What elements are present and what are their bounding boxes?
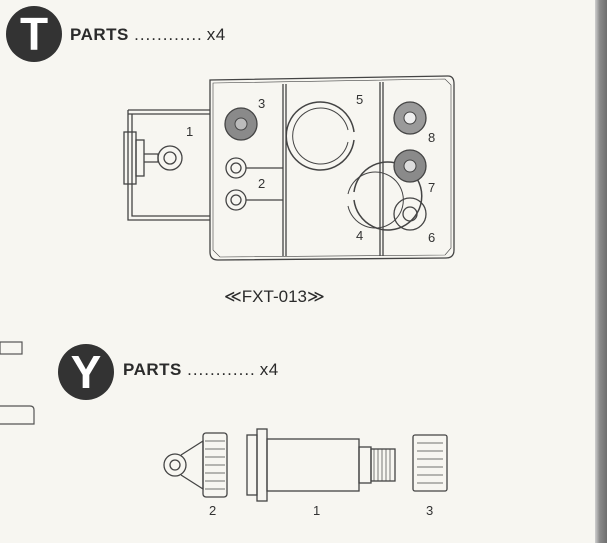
parts-label: PARTS — [70, 25, 129, 44]
section-letter: Y — [70, 346, 102, 398]
part-number: 3 — [258, 96, 265, 111]
part-number: 2 — [258, 176, 265, 191]
section-letter: T — [19, 8, 49, 60]
sprue-code-label: ≪FXT-013≫ — [224, 287, 325, 306]
part-3-cap — [224, 107, 258, 141]
part-1-shock-body — [246, 428, 396, 502]
leader-dots: ............ — [134, 25, 203, 44]
section-header-y: PARTS ............x4 — [123, 360, 279, 380]
part-number: 5 — [356, 92, 363, 107]
part-number: 8 — [428, 130, 435, 145]
part-quantity: x4 — [206, 25, 226, 44]
section-badge-t: T — [6, 6, 62, 62]
part-4-c-clip — [353, 161, 423, 231]
part-number: 6 — [428, 230, 435, 245]
part-number: 1 — [313, 503, 320, 518]
part-6-bushing — [393, 197, 427, 231]
part-number: 1 — [186, 124, 193, 139]
y-parts-drawing: 2 1 3 — [163, 428, 448, 518]
part-5-c-clip — [285, 101, 355, 171]
part-2-shock-end — [163, 432, 228, 498]
part-number: 2 — [209, 503, 216, 518]
part-number: 3 — [426, 503, 433, 518]
part-7-bushing — [393, 149, 427, 183]
partial-left-drawing — [0, 341, 35, 425]
t-parts-sprue-drawing: 1 2 3 4 5 6 7 8 — [123, 75, 455, 261]
part-3-shock-cap — [412, 434, 448, 492]
part-number: 7 — [428, 180, 435, 195]
leader-dots: ............ — [187, 360, 256, 379]
part-number: 4 — [356, 228, 363, 243]
section-header-t: PARTS ............x4 — [70, 25, 226, 45]
part-1-rod-end — [123, 131, 183, 185]
section-badge-y: Y — [58, 344, 114, 400]
page-binding-edge — [595, 0, 607, 543]
part-8-bushing — [393, 101, 427, 135]
part-2-washers — [225, 157, 283, 211]
parts-label: PARTS — [123, 360, 182, 379]
part-quantity: x4 — [259, 360, 279, 379]
